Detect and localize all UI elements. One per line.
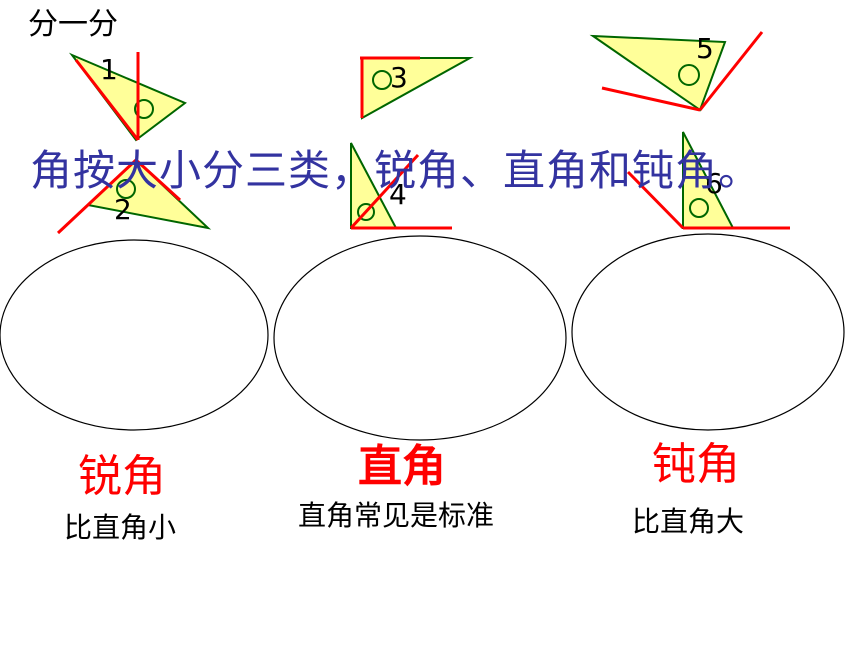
category-label-acute: 锐角: [78, 451, 166, 502]
hole-3: [372, 70, 392, 90]
angle-ray-6a: [626, 170, 685, 230]
angle-ray-5a: [601, 86, 701, 112]
hole-2: [116, 179, 136, 199]
category-label-right: 直角: [358, 441, 446, 492]
set-square-number-3: 3: [390, 61, 408, 94]
set-square-number-4: 4: [389, 178, 407, 211]
summary-statement: 角按大小分三类，锐角、直角和钝角。: [30, 146, 762, 195]
hole-1: [134, 99, 154, 119]
hole-4: [357, 203, 375, 221]
acute-group-ellipse[interactable]: [0, 239, 269, 431]
right-group-ellipse[interactable]: [273, 235, 567, 441]
angle-ray-1a: [74, 59, 140, 141]
set-square-3[interactable]: [361, 57, 474, 120]
category-desc-acute: 比直角小: [64, 511, 177, 544]
set-square-number-5: 5: [696, 32, 714, 65]
category-desc-right: 直角常见是标准: [298, 499, 495, 532]
angle-ray-2a: [56, 158, 138, 235]
page-title: 分一分: [28, 7, 118, 42]
set-square-number-2: 2: [114, 193, 132, 226]
angle-ray-4a: [349, 153, 420, 230]
obtuse-group-ellipse[interactable]: [571, 233, 845, 431]
triangle-5: [589, 34, 727, 112]
set-square-number-6: 6: [705, 167, 723, 200]
angle-ray-5b: [698, 31, 764, 111]
hole-6: [689, 198, 709, 218]
set-square-number-1: 1: [100, 53, 118, 86]
category-desc-obtuse: 比直角大: [632, 505, 745, 538]
angle-ray-2b: [134, 158, 182, 202]
set-square-5[interactable]: [589, 34, 727, 112]
hole-5: [678, 64, 700, 86]
category-label-obtuse: 钝角: [652, 439, 740, 490]
